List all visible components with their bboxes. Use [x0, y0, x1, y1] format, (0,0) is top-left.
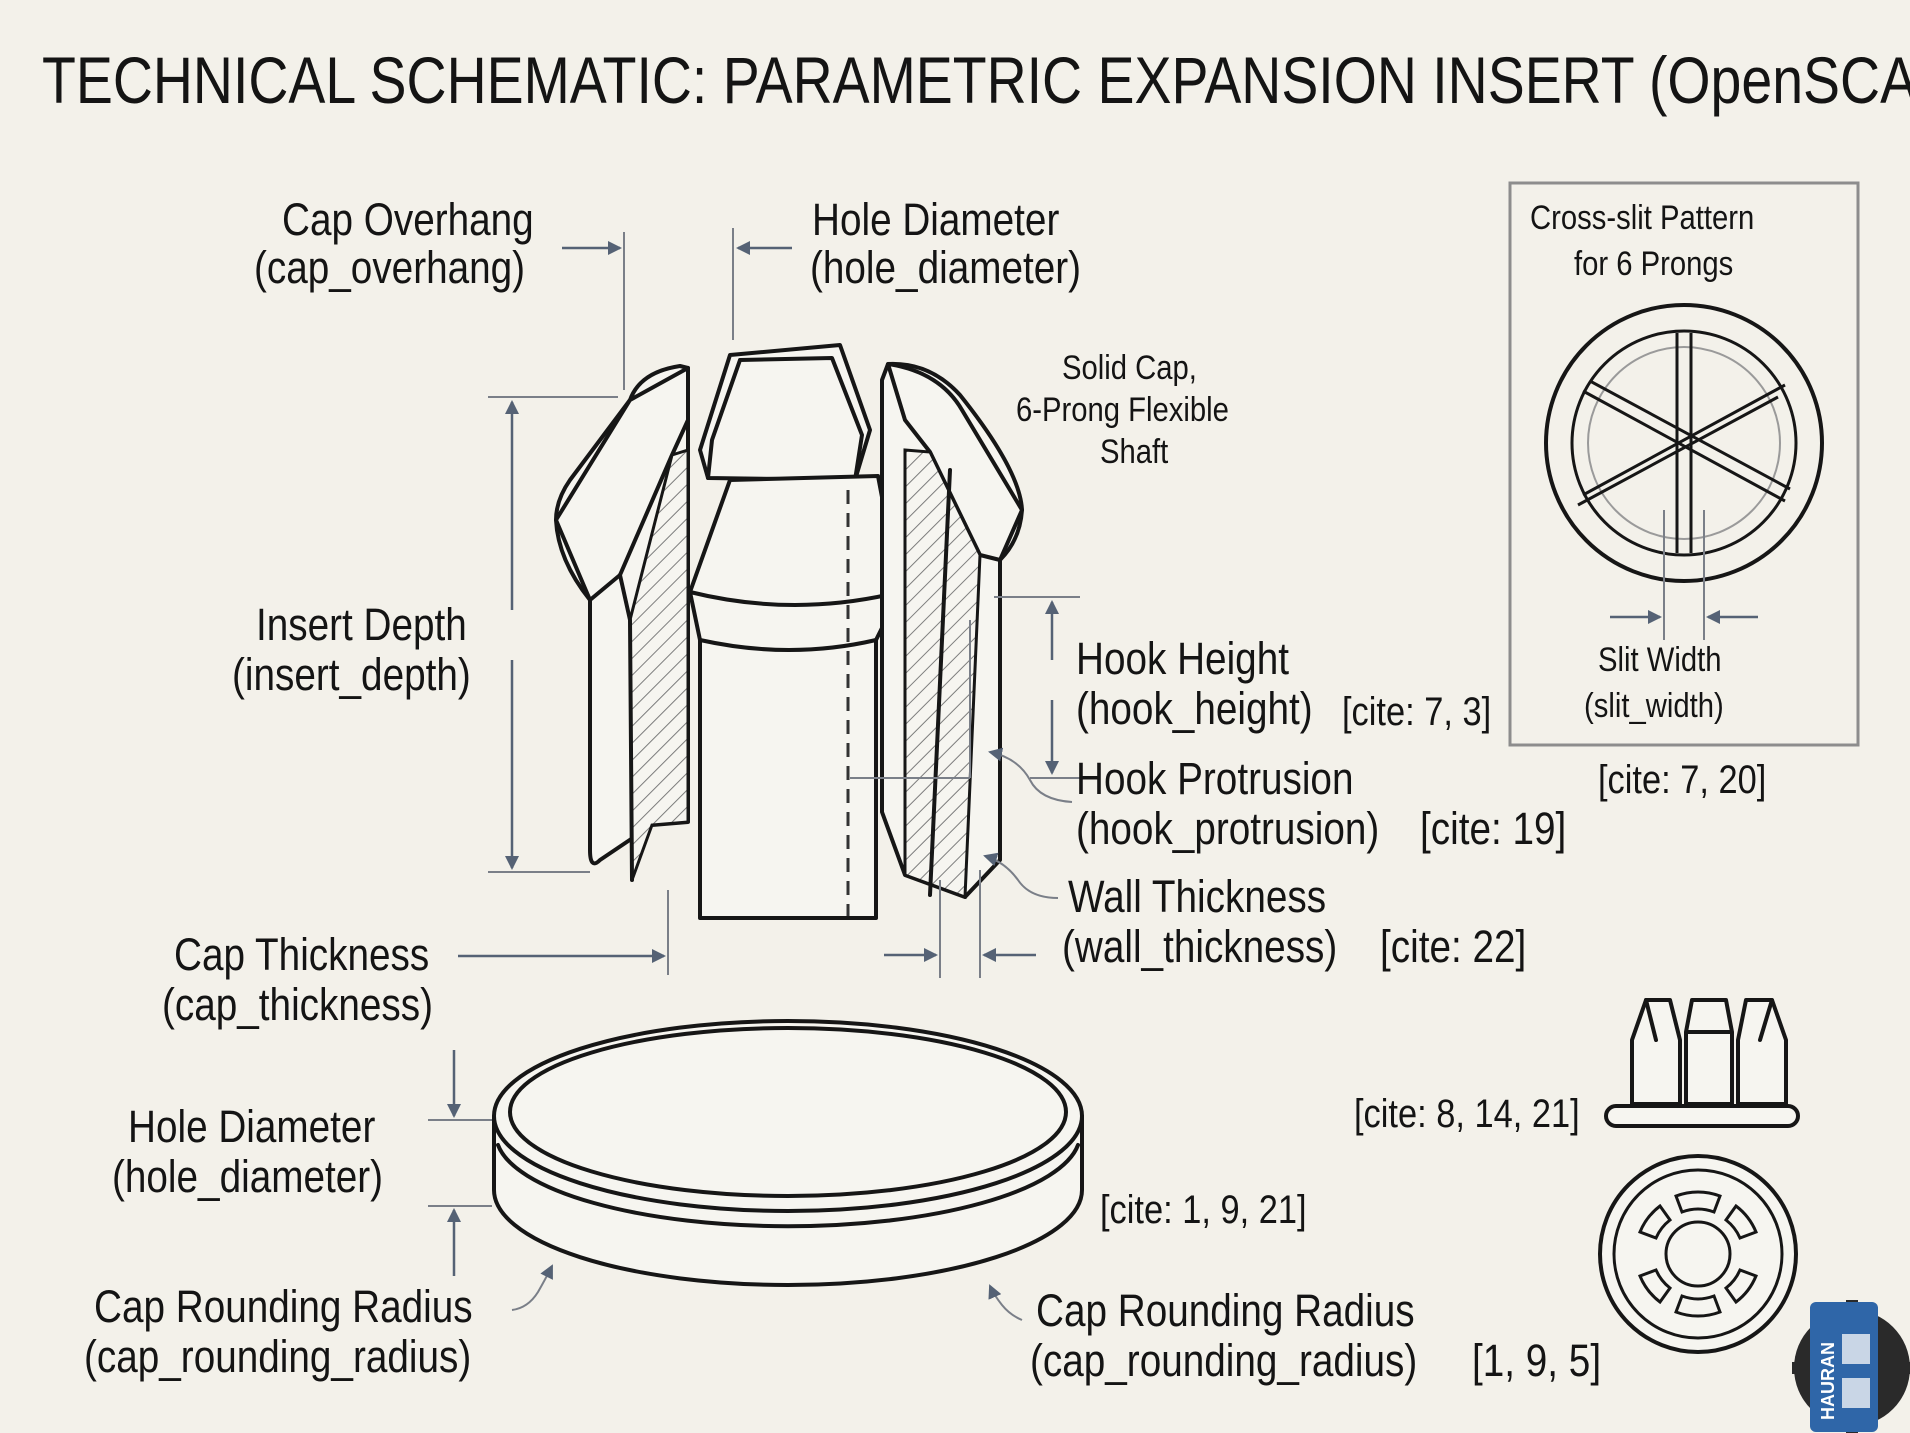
right-prong	[880, 361, 1024, 900]
cap-rounding-right-cite: [1, 9, 5]	[1472, 1335, 1602, 1386]
bottom-view	[1598, 1154, 1798, 1354]
hole-diameter-cap-param: (hole_diameter)	[112, 1151, 384, 1202]
wall-thickness-label: Wall Thickness	[1068, 871, 1327, 922]
dimension-lines	[428, 228, 1080, 1321]
cap-overhang-label: Cap Overhang	[282, 194, 534, 245]
cap-thickness-param: (cap_thickness)	[162, 979, 434, 1030]
hole-diameter-label: Hole Diameter	[812, 194, 1060, 245]
cap-rounding-left-param: (cap_rounding_radius)	[84, 1331, 472, 1382]
inset-title-line2: for 6 Prongs	[1574, 245, 1734, 283]
cap-thickness-label: Cap Thickness	[174, 929, 430, 980]
hook-height-param: (hook_height)	[1076, 683, 1313, 734]
insert-depth-param: (insert_depth)	[232, 649, 471, 700]
cap-rounding-left-label: Cap Rounding Radius	[94, 1281, 473, 1332]
center-prong	[688, 343, 902, 920]
hook-protrusion-param: (hook_protrusion)	[1076, 803, 1380, 854]
cap-rounding-right-param: (cap_rounding_radius)	[1030, 1335, 1418, 1386]
left-prong	[554, 364, 690, 882]
hook-protrusion-cite: [cite: 19]	[1420, 803, 1567, 854]
cross-slit-inset	[1508, 181, 1860, 747]
inset-cite: [cite: 7, 20]	[1598, 758, 1767, 802]
side-view-cite: [cite: 8, 14, 21]	[1354, 1092, 1580, 1136]
hole-diameter-param: (hole_diameter)	[810, 242, 1082, 293]
solid-cap-note-line2: 6-Prong Flexible	[1016, 391, 1229, 429]
slit-width-label: Slit Width	[1598, 641, 1722, 679]
wall-thickness-cite: [cite: 22]	[1380, 921, 1527, 972]
slit-spokes	[1577, 333, 1791, 553]
cap-disc	[492, 1019, 1084, 1287]
hook-height-label: Hook Height	[1076, 633, 1289, 684]
slit-width-param: (slit_width)	[1584, 687, 1724, 725]
solid-cap-note-line3: Shaft	[1100, 433, 1169, 471]
hook-height-cite: [cite: 7, 3]	[1342, 690, 1492, 734]
cap-cite: [cite: 1, 9, 21]	[1100, 1188, 1307, 1232]
hook-protrusion-label: Hook Protrusion	[1076, 753, 1354, 804]
inset-title-line1: Cross-slit Pattern	[1530, 199, 1755, 237]
wall-thickness-param: (wall_thickness)	[1062, 921, 1338, 972]
cap-rounding-right-label: Cap Rounding Radius	[1036, 1285, 1415, 1336]
page-title: TECHNICAL SCHEMATIC: PARAMETRIC EXPANSIO…	[42, 43, 1910, 117]
insert-depth-label: Insert Depth	[256, 599, 467, 650]
hole-diameter-cap-label: Hole Diameter	[128, 1101, 376, 1152]
logo-text: HAURAN	[1818, 1342, 1838, 1420]
cap-overhang-param: (cap_overhang)	[254, 242, 526, 293]
solid-cap-note-line1: Solid Cap,	[1062, 349, 1197, 387]
side-view	[1604, 998, 1800, 1128]
hauran-logo	[1792, 1300, 1910, 1433]
